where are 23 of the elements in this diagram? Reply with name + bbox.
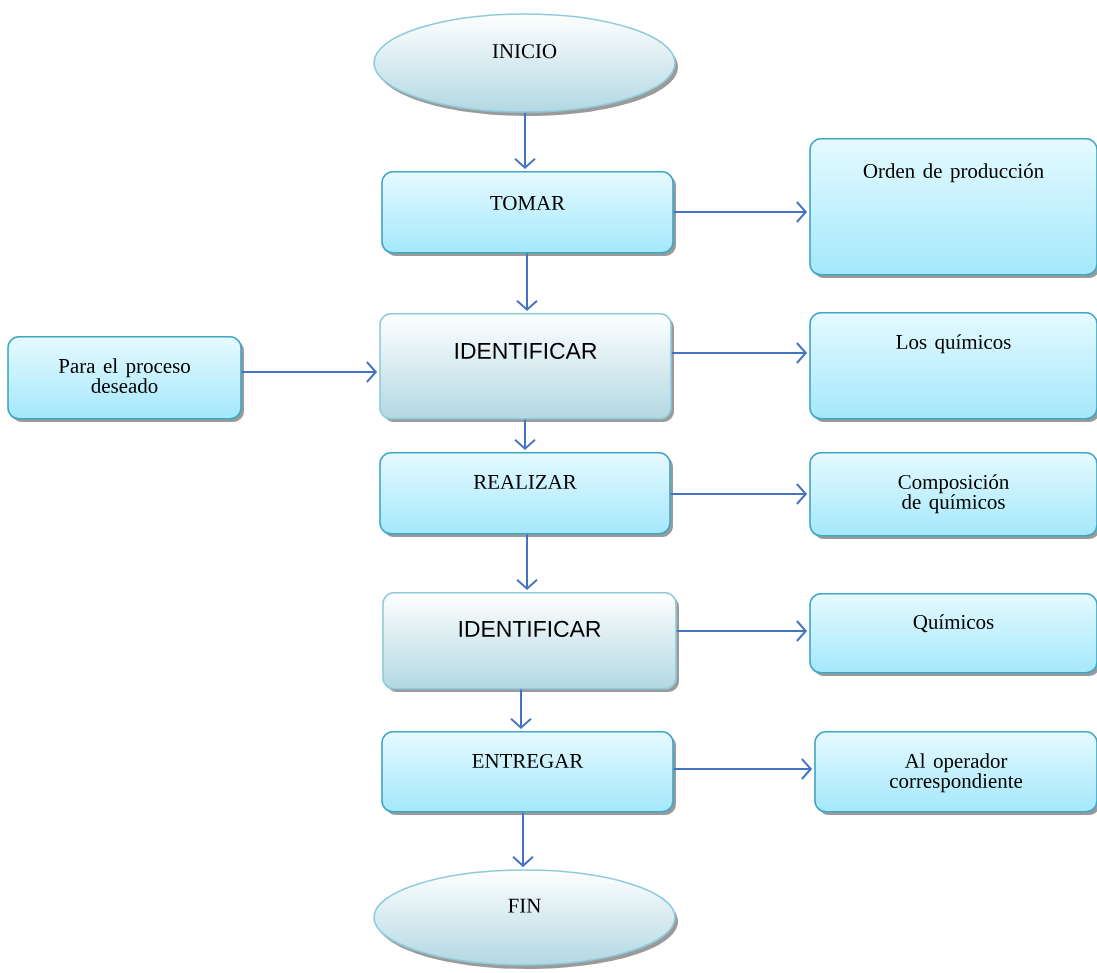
process-box: Para el proceso deseado [7, 336, 244, 422]
arrow [510, 688, 532, 729]
process-box: Al operador correspondiente [814, 731, 1097, 815]
arrow [670, 342, 808, 364]
arrow [675, 620, 808, 642]
arrow [512, 811, 534, 868]
arrow [516, 252, 538, 311]
process-box: ENTREGAR [381, 731, 676, 815]
process-box: Los químicos [809, 312, 1097, 422]
arrow [672, 758, 813, 780]
process-box: Orden de producción [809, 138, 1097, 278]
process-box: IDENTIFICAR [382, 592, 679, 692]
process-box: Químicos [809, 593, 1097, 676]
process-box: TOMAR [381, 171, 676, 256]
process-box: Composición de químicos [809, 452, 1097, 539]
arrow [514, 111, 536, 169]
process-box: IDENTIFICAR [379, 313, 674, 422]
arrow [240, 361, 378, 383]
arrow [672, 201, 808, 223]
arrow [516, 533, 538, 590]
process-box: REALIZAR [379, 452, 673, 537]
arrow [514, 418, 536, 450]
arrow [669, 483, 808, 505]
